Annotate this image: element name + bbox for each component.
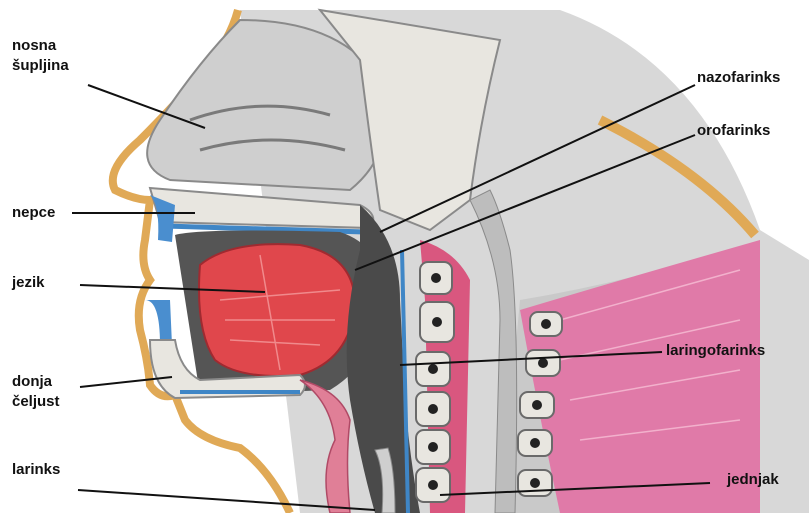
label-nosna-supljina: nosna šupljina bbox=[12, 36, 69, 76]
label-nazofarinks: nazofarinks bbox=[697, 68, 780, 88]
label-jezik: jezik bbox=[12, 273, 45, 293]
label-larinks: larinks bbox=[12, 460, 60, 480]
label-donja-celjust: donja čeljust bbox=[12, 372, 60, 412]
label-donja-line2: čeljust bbox=[12, 392, 60, 412]
label-donja-line1: donja bbox=[12, 372, 60, 392]
label-nosna-line2: šupljina bbox=[12, 56, 69, 76]
label-nepce: nepce bbox=[12, 203, 55, 223]
label-jednjak: jednjak bbox=[727, 470, 779, 490]
lower-lip-teeth bbox=[145, 300, 172, 345]
label-nosna-line1: nosna bbox=[12, 36, 69, 56]
label-laringofarinks: laringofarinks bbox=[666, 341, 765, 361]
label-orofarinks: orofarinks bbox=[697, 121, 770, 141]
